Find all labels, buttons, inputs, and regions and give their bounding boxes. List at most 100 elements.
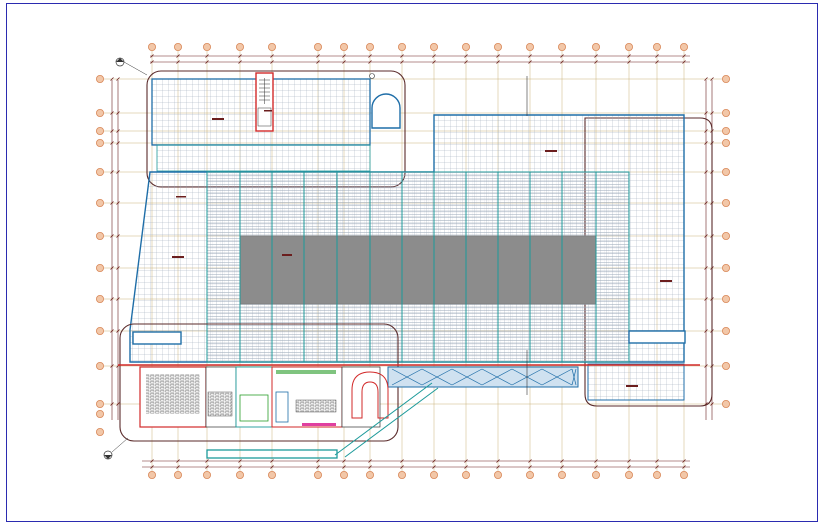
dimension-tick xyxy=(110,141,114,145)
grid-bubble xyxy=(722,231,731,240)
grid-bubble xyxy=(429,470,438,479)
dimension-tick xyxy=(205,60,209,64)
grid-bubble xyxy=(722,167,731,176)
dimension-tick xyxy=(342,459,346,463)
grid-bubble xyxy=(147,470,156,479)
grid-bubble xyxy=(147,43,156,52)
dimension-tick xyxy=(205,459,209,463)
grid-bubble xyxy=(96,294,105,303)
grid-bubble xyxy=(313,43,322,52)
dimension-tick xyxy=(496,60,500,64)
grid-bubble xyxy=(722,263,731,272)
truss-brace xyxy=(391,368,423,386)
dimension-tick xyxy=(176,54,180,58)
dimension-tick xyxy=(704,297,708,301)
grid-bubble xyxy=(493,470,502,479)
dimension-tick xyxy=(704,266,708,270)
dimension-tick xyxy=(110,402,114,406)
dimension-tick xyxy=(464,60,468,64)
dimension-tick xyxy=(710,77,714,81)
dimension-tick xyxy=(116,170,120,174)
dimension-tick xyxy=(560,465,564,469)
dimension-tick xyxy=(655,60,659,64)
bottom-dimension-line xyxy=(142,460,690,468)
grid-bubble xyxy=(461,470,470,479)
dimension-tick xyxy=(342,54,346,58)
north-wing-lower-roof xyxy=(156,144,371,172)
grid-bubble xyxy=(722,399,731,408)
dimension-tick xyxy=(150,60,154,64)
grid-bubble xyxy=(526,470,535,479)
grid-bubble xyxy=(558,43,567,52)
grid-bubble xyxy=(653,470,662,479)
dimension-ticks xyxy=(110,54,714,469)
left-dimension-line xyxy=(111,80,119,420)
dimension-tick xyxy=(655,459,659,463)
truss-brace xyxy=(571,368,577,386)
dimension-tick xyxy=(238,465,242,469)
dimension-tick xyxy=(176,459,180,463)
grid-bubble xyxy=(722,294,731,303)
grid-bubble xyxy=(96,409,105,418)
dimension-tick xyxy=(560,60,564,64)
dimension-tick xyxy=(238,459,242,463)
grid-bubble xyxy=(235,470,244,479)
grid-bubble xyxy=(339,470,348,479)
dimension-tick xyxy=(528,465,532,469)
grid-bubble xyxy=(267,43,276,52)
dimension-tick xyxy=(464,459,468,463)
dimension-tick xyxy=(704,201,708,205)
dimension-tick xyxy=(528,60,532,64)
dimension-tick xyxy=(342,465,346,469)
grid-bubble xyxy=(313,470,322,479)
dimension-tick xyxy=(110,111,114,115)
dimension-tick xyxy=(710,111,714,115)
truss-brace xyxy=(481,368,513,386)
dimension-tick xyxy=(368,60,372,64)
dimension-tick xyxy=(682,60,686,64)
dimension-tick xyxy=(594,60,598,64)
grid-bubble xyxy=(96,167,105,176)
grid-bubble xyxy=(339,43,348,52)
east-wing-outline xyxy=(584,117,713,407)
dimension-tick xyxy=(110,201,114,205)
grid-bubble xyxy=(96,263,105,272)
dimension-tick xyxy=(655,54,659,58)
room-tags xyxy=(172,110,672,387)
dimension-tick xyxy=(627,465,631,469)
grid-bubble xyxy=(96,109,105,118)
dimension-tick xyxy=(270,465,274,469)
dimension-tick xyxy=(560,459,564,463)
grid-bubble xyxy=(96,427,105,436)
grid-bubble xyxy=(429,43,438,52)
dimension-tick xyxy=(528,459,532,463)
grid-bubble xyxy=(625,470,634,479)
grid-bubble xyxy=(96,75,105,84)
grid-bubble xyxy=(173,470,182,479)
grid-bubble xyxy=(96,361,105,370)
grid-bubble xyxy=(202,470,211,479)
skylight-bay-dividers xyxy=(239,172,597,362)
dimension-tick xyxy=(400,459,404,463)
grid-bubble xyxy=(202,43,211,52)
dimension-tick xyxy=(594,465,598,469)
dimension-tick xyxy=(316,54,320,58)
dimension-tick xyxy=(400,60,404,64)
top-dimension-line xyxy=(150,55,690,63)
west-canopy xyxy=(132,331,182,345)
dimension-tick xyxy=(116,329,120,333)
south-ground-floor-rooms xyxy=(139,366,381,428)
grid-bubble xyxy=(96,399,105,408)
grid-bubble xyxy=(365,43,374,52)
grid-bubble xyxy=(722,75,731,84)
dimension-tick xyxy=(116,297,120,301)
dimension-tick xyxy=(238,54,242,58)
dimension-tick xyxy=(704,364,708,368)
dimension-tick xyxy=(110,266,114,270)
grid-bubble xyxy=(592,470,601,479)
dimension-tick xyxy=(560,54,564,58)
south-entrance-canopy xyxy=(206,449,338,459)
dimension-tick xyxy=(110,364,114,368)
dimension-tick xyxy=(150,465,154,469)
grid-bubble xyxy=(722,198,731,207)
